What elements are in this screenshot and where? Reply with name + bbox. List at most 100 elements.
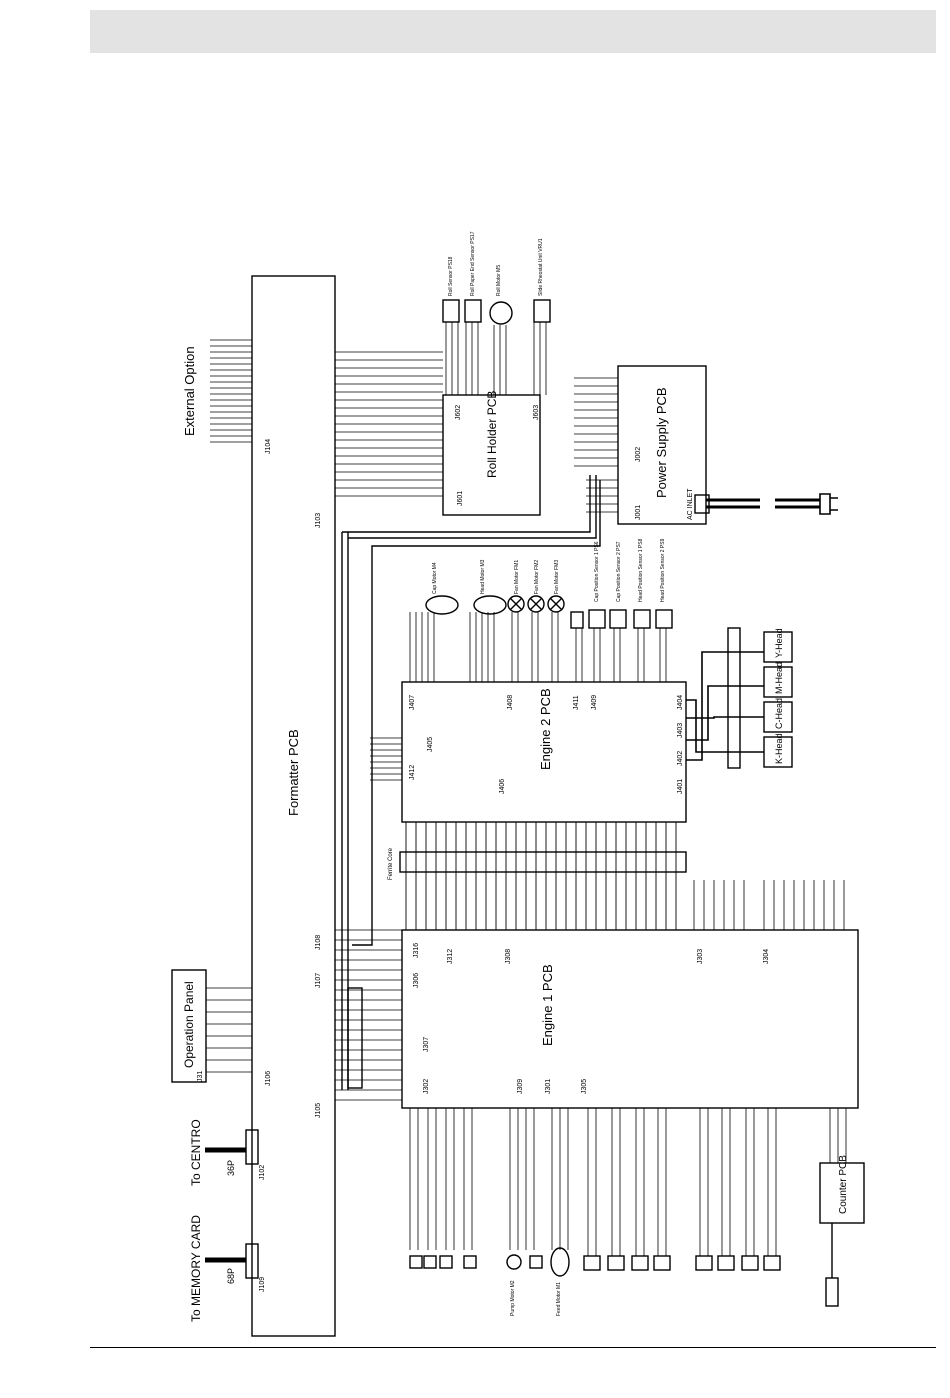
connector-j316: J316 [413,943,420,958]
connector-j109: J109 [259,1277,266,1292]
cam-pressure-release-clutch [409,1255,423,1269]
pressure-cam-hp-sensor [717,1255,735,1271]
counter-box [825,1277,839,1307]
connector-j408: J408 [507,695,514,710]
connector-j304: J304 [763,949,770,964]
pump-motor [506,1254,522,1270]
centro-pins-label: 36P [226,1160,236,1176]
engine2-pcb-box [401,681,687,823]
connector-j103: J103 [315,513,322,528]
inlet-tof-sensor-1 [583,1255,601,1271]
head-position-sensor-1-label: Head Position Sensor 1 PS8 [638,538,644,602]
connector-j104: J104 [265,439,272,454]
connector-j411: J411 [573,695,580,710]
roll-holder-pcb-label: Roll Holder PCB [485,391,499,478]
connector-j307: J307 [423,1037,430,1052]
front-door-sensor [695,1255,713,1271]
k-head-label: K-Head [774,733,784,764]
connector-j603: J603 [533,405,540,420]
roll-motor-circle [489,301,513,325]
y-head-box [763,631,793,663]
engine2-pcb-label: Engine 2 PCB [538,688,553,770]
connector-j102: J102 [259,1165,266,1180]
ferrite-core-heads [727,627,741,769]
latch-solenoid [463,1255,477,1269]
suction-clutch [439,1255,453,1269]
slide-rheostat-box [533,299,551,323]
ferrite-core-formatter [347,987,363,1089]
head-position-sensor-1-box [633,609,651,629]
fan-motor-2 [527,595,545,613]
pump-motor-label: Pump Motor M2 [510,1280,516,1316]
connector-j602: J602 [455,405,462,420]
ac-inlet-label: AC INLET [687,488,694,520]
ferrite-core-engine [399,851,687,873]
open-close-latch-sensor [763,1255,781,1271]
fan-cross-3 [549,597,563,611]
cap-position-sensor-2-label: Cap Position Sensor 2 PS7 [616,541,622,602]
fan-motor-1-label: Fan Motor FM1 [514,560,520,594]
operation-panel-label: Operation Panel [182,981,196,1068]
outlet-tof-sensor-1 [607,1255,625,1271]
roll-holder-pcb-box [442,394,541,516]
connector-j312: J312 [447,949,454,964]
header-bar [90,10,936,53]
fan-cross-1 [509,597,523,611]
connector-j401: J401 [677,779,684,794]
head-motor [473,595,507,615]
power-supply-pcb-box [617,365,707,525]
connector-j601: J601 [457,491,464,506]
head-motor-label: Head Motor M3 [480,559,486,594]
footer-rule [90,1347,936,1348]
y-head-label: Y-Head [774,628,784,658]
ac-inlet [694,494,710,514]
operation-panel-box [171,969,207,1083]
outlet-tof-sensor-2 [653,1255,671,1271]
roll-sensor-box [442,299,460,323]
connector-j106: J106 [265,1071,272,1086]
connector-j305: J305 [581,1079,588,1094]
cap-position-sensor-1-box [588,609,606,629]
connector-j405: J405 [427,737,434,752]
to-centro-label: To CENTRO [189,1119,203,1186]
m-head-label: M-Head [774,662,784,694]
fan-motor-2-label: Fan Motor FM2 [534,560,540,594]
connector-j108: J108 [315,935,322,950]
formatter-pcb-box [251,275,336,1337]
cap-motor [425,595,459,615]
head-position-sensor-2-label: Head Position Sensor 2 PS9 [660,538,666,602]
feed-motor-label: Feed Motor M1 [556,1282,562,1316]
roll-motor-label: Roll Motor M5 [496,265,502,296]
cap-position-sensor-1-label: Cap Position Sensor 1 PS6 [594,541,600,602]
roll-paper-end-sensor-box [464,299,482,323]
connector-j001: J001 [635,505,642,520]
engine1-pcb-box [401,929,859,1109]
fan-motor-3 [547,595,565,613]
counter-pcb-box [819,1162,865,1224]
head-position-sensor-2-box [655,609,673,629]
connector-j301: J301 [545,1079,552,1094]
engine1-pcb-label: Engine 1 PCB [540,964,555,1046]
roll-paper-end-sensor-label: Roll Paper End Sensor PS17 [470,231,476,296]
memory-pins-label: 68P [226,1268,236,1284]
connector-j403: J403 [677,723,684,738]
connector-j31: J31 [197,1071,204,1082]
feed-motor [550,1247,570,1277]
j102-connector [245,1129,259,1165]
connector-j406: J406 [499,779,506,794]
connector-j002: J002 [635,447,642,462]
roll-sensor-label: Roll Sensor PS18 [448,256,454,296]
connector-j308: J308 [505,949,512,964]
counter-pcb-label: Counter PCB [838,1155,849,1214]
inlet-tof-sensor-2 [631,1255,649,1271]
recovery-pump-hp-sensor [741,1255,759,1271]
fan-motor-3-label: Fan Motor FM3 [554,560,560,594]
connector-j302: J302 [423,1079,430,1094]
power-supply-pcb-label: Power Supply PCB [654,387,669,498]
fan-motor-1 [507,595,525,613]
connector-j404: J404 [677,695,684,710]
cap-position-sensor-2-box [609,609,627,629]
formatter-pcb-label: Formatter PCB [286,729,301,816]
connector-j412: J412 [409,765,416,780]
